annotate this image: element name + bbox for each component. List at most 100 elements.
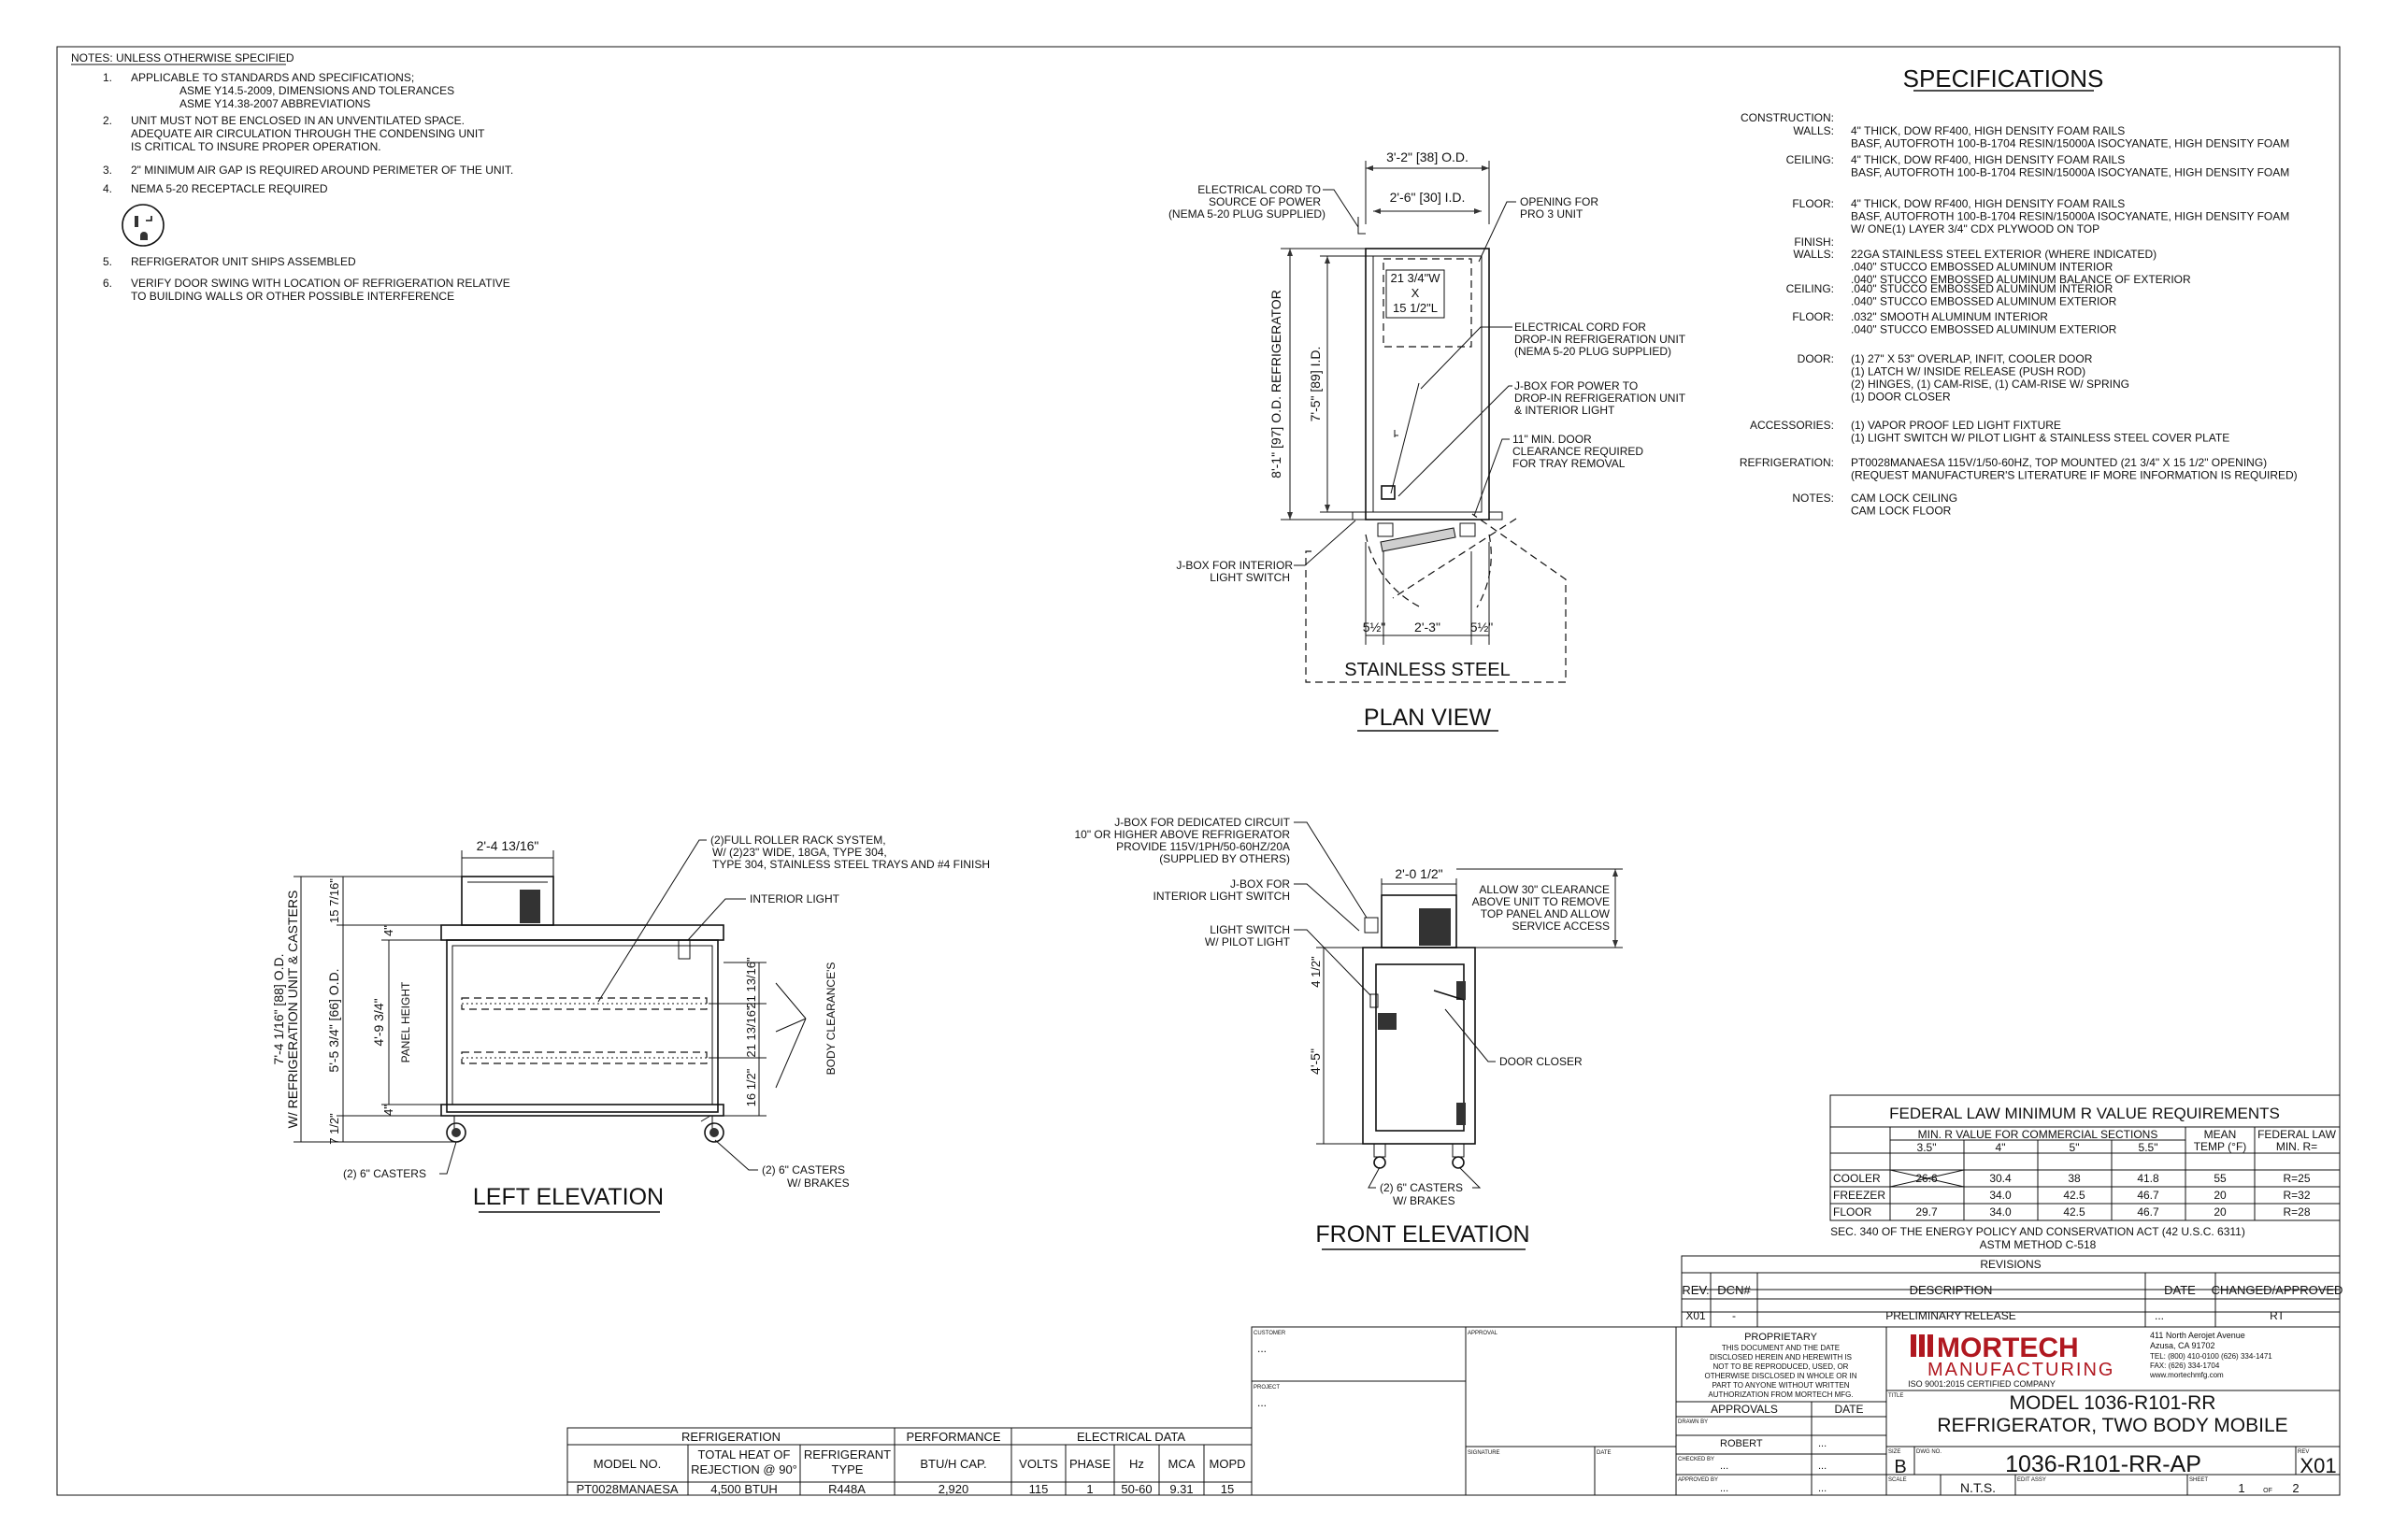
svg-text:Azusa, CA 91702: Azusa, CA 91702 <box>2150 1341 2215 1350</box>
spec-key: FLOOR: <box>1792 310 1834 323</box>
svg-text:UNIT MUST NOT BE ENCLOSED IN A: UNIT MUST NOT BE ENCLOSED IN AN UNVENTIL… <box>131 114 465 127</box>
spec-value-line: BASF, AUTOFROTH 100-B-1704 RESIN/15000A … <box>1851 137 2289 150</box>
rvalue-cell: R=28 <box>2283 1205 2310 1219</box>
svg-text:DROP-IN REFRIGERATION UNIT: DROP-IN REFRIGERATION UNIT <box>1514 392 1686 405</box>
left-dim-overall-1: 7'-4 1/16" [88] O.D. <box>271 954 286 1065</box>
spec-value-line: (2) HINGES, (1) CAM-RISE, (1) CAM-RISE W… <box>1851 378 2129 391</box>
caster-icon <box>446 1115 724 1143</box>
svg-text:X01: X01 <box>2300 1454 2336 1477</box>
rvalue-cell: 20 <box>2214 1189 2227 1202</box>
front-dim-side: 4 1/2" <box>1309 956 1323 988</box>
svg-text:LIGHT SWITCH: LIGHT SWITCH <box>1210 571 1290 584</box>
svg-text:FAX: (626) 334-1704: FAX: (626) 334-1704 <box>2150 1362 2220 1370</box>
svg-text:NOT TO BE REPRODUCED, USED, OR: NOT TO BE REPRODUCED, USED, OR <box>1713 1362 1849 1371</box>
plan-dim-mid: 2'-3" <box>1414 620 1440 635</box>
svg-text:W/ BRAKES: W/ BRAKES <box>1393 1194 1455 1207</box>
spec-value-line: CAM LOCK CEILING <box>1851 492 1957 505</box>
svg-text:5.5": 5.5" <box>2139 1141 2158 1154</box>
left-dim-caster: 7 1/2" <box>327 1113 341 1145</box>
svg-text:PROPRIETARY: PROPRIETARY <box>1744 1332 1817 1343</box>
svg-text:W/ (2)23" WIDE, 18GA, TYPE 304: W/ (2)23" WIDE, 18GA, TYPE 304, <box>712 846 887 859</box>
left-dim-unit: 15 7/16" <box>327 878 341 923</box>
svg-text:DOOR CLOSER: DOOR CLOSER <box>1499 1055 1583 1068</box>
drawing-number: 1036-R101-RR-AP <box>2005 1451 2201 1477</box>
svg-text:TYPE 304, STAINLESS STEEL TRAY: TYPE 304, STAINLESS STEEL TRAYS AND #4 F… <box>712 858 990 871</box>
plan-view: 3'-2" [38] O.D. 2'-6" [30] I.D. 21 3/4"W… <box>1168 150 1686 732</box>
spec-value-line: BASF, AUTOFROTH 100-B-1704 RESIN/15000A … <box>1851 166 2289 179</box>
svg-text:CUSTOMER: CUSTOMER <box>1254 1331 1286 1336</box>
svg-text:J-BOX FOR INTERIOR: J-BOX FOR INTERIOR <box>1176 559 1293 572</box>
svg-text:ISO 9001:2015 CERTIFIED COMPAN: ISO 9001:2015 CERTIFIED COMPANY <box>1908 1379 2056 1389</box>
spec-value-line: 4" THICK, DOW RF400, HIGH DENSITY FOAM R… <box>1851 124 2125 137</box>
svg-text:DATE: DATE <box>1597 1450 1612 1456</box>
front-door <box>1375 963 1465 1132</box>
svg-text:APPROVAL: APPROVAL <box>1468 1331 1498 1336</box>
svg-text:NEMA 5-20 RECEPTACLE REQUIRED: NEMA 5-20 RECEPTACLE REQUIRED <box>131 182 328 195</box>
rvalue-cell: 46.7 <box>2137 1205 2159 1219</box>
svg-text:(2) 6" CASTERS: (2) 6" CASTERS <box>1380 1181 1463 1194</box>
svg-text:2.: 2. <box>103 114 112 127</box>
svg-text:ELECTRICAL CORD TO: ELECTRICAL CORD TO <box>1197 183 1321 196</box>
svg-text:(2) 6" CASTERS: (2) 6" CASTERS <box>762 1163 845 1176</box>
plan-body-outline <box>1365 248 1490 520</box>
rvalue-cell: 34.0 <box>1989 1205 2012 1219</box>
svg-text:J-BOX FOR DEDICATED CIRCUIT: J-BOX FOR DEDICATED CIRCUIT <box>1114 816 1290 829</box>
plan-dim-right: 5½" <box>1470 620 1493 635</box>
svg-text:MIN. R=: MIN. R= <box>2276 1140 2317 1153</box>
spec-value-line: CAM LOCK FLOOR <box>1851 505 1952 518</box>
interior-light <box>678 939 691 960</box>
rvalue-cell: FLOOR <box>1833 1205 1872 1219</box>
spec-value-line: .032" SMOOTH ALUMINUM INTERIOR <box>1851 310 2048 323</box>
svg-text:SHEET: SHEET <box>2189 1477 2208 1483</box>
spec-value-line: .040" STUCCO EMBOSSED ALUMINUM EXTERIOR <box>1851 295 2117 308</box>
spec-key: FLOOR: <box>1792 197 1834 210</box>
svg-text:MANUFACTURING: MANUFACTURING <box>1927 1360 2114 1380</box>
svg-text:DATE: DATE <box>2164 1283 2196 1297</box>
svg-text:2,920: 2,920 <box>939 1482 969 1496</box>
notes-block: NOTES: UNLESS OTHERWISE SPECIFIED 1. APP… <box>71 51 513 303</box>
mortech-logo: MORTECH MANUFACTURING ISO 9001:2015 CERT… <box>1908 1333 2114 1389</box>
svg-text:PERFORMANCE: PERFORMANCE <box>906 1430 1000 1444</box>
svg-text:CHANGED/APPROVED: CHANGED/APPROVED <box>2212 1283 2343 1297</box>
svg-text:ABOVE UNIT TO REMOVE: ABOVE UNIT TO REMOVE <box>1472 895 1610 908</box>
spec-value-line: .040" STUCCO EMBOSSED ALUMINUM INTERIOR <box>1851 261 2114 274</box>
rvalue-cell: FREEZER <box>1833 1189 1885 1202</box>
svg-text:X: X <box>1411 286 1420 300</box>
svg-text:SOURCE OF POWER: SOURCE OF POWER <box>1209 195 1321 208</box>
svg-text:PROJECT: PROJECT <box>1254 1385 1280 1390</box>
svg-text:21 3/4"W: 21 3/4"W <box>1390 271 1440 285</box>
svg-text:MEAN: MEAN <box>2204 1128 2237 1141</box>
spec-key: CEILING: <box>1786 153 1834 166</box>
rvalue-cell: 34.0 <box>1989 1189 2012 1202</box>
svg-text:APPLICABLE TO STANDARDS AND SP: APPLICABLE TO STANDARDS AND SPECIFICATIO… <box>131 71 414 84</box>
svg-text:N.T.S.: N.T.S. <box>1960 1480 1996 1495</box>
svg-text:1.: 1. <box>103 71 112 84</box>
svg-text:50-60: 50-60 <box>1121 1482 1152 1496</box>
svg-text:1: 1 <box>2238 1481 2244 1495</box>
left-dim-od: 5'-5 3/4" [66] O.D. <box>326 968 341 1072</box>
svg-text:(SUPPLIED BY OTHERS): (SUPPLIED BY OTHERS) <box>1159 852 1290 865</box>
svg-text:4,500 BTUH: 4,500 BTUH <box>710 1482 778 1496</box>
svg-text:PROVIDE 115V/1PH/50-60HZ/20A: PROVIDE 115V/1PH/50-60HZ/20A <box>1116 840 1290 853</box>
svg-text:...: ... <box>1257 1396 1267 1409</box>
rvalue-cell: 55 <box>2214 1172 2227 1185</box>
note-4: 4. NEMA 5-20 RECEPTACLE REQUIRED <box>103 182 328 195</box>
svg-text:ASME Y14.38-2007 ABBREVIATIONS: ASME Y14.38-2007 ABBREVIATIONS <box>179 97 370 110</box>
rvalue-cell: 41.8 <box>2137 1172 2159 1185</box>
svg-text:1: 1 <box>1086 1482 1093 1496</box>
svg-text:3.5": 3.5" <box>1917 1141 1937 1154</box>
refrigeration-table: REFRIGERATION PERFORMANCE ELECTRICAL DAT… <box>566 1427 1253 1496</box>
svg-text:INTERIOR LIGHT: INTERIOR LIGHT <box>750 892 840 905</box>
svg-text:5.: 5. <box>103 255 112 268</box>
spec-value-line: PT0028MANAESA 115V/1/50-60HZ, TOP MOUNTE… <box>1851 456 2267 469</box>
svg-text:PHASE: PHASE <box>1069 1457 1111 1471</box>
svg-text:B: B <box>1894 1457 1906 1477</box>
spec-value-line: .040" STUCCO EMBOSSED ALUMINUM EXTERIOR <box>1851 323 2117 336</box>
svg-text:(NEMA 5-20 PLUG SUPPLIED): (NEMA 5-20 PLUG SUPPLIED) <box>1514 345 1671 358</box>
svg-text:REV: REV <box>2298 1449 2309 1455</box>
front-dim-top: 2'-0 1/2" <box>1395 866 1442 881</box>
svg-text:CHECKED BY: CHECKED BY <box>1678 1457 1714 1462</box>
rvalue-cell: R=25 <box>2283 1172 2310 1185</box>
front-elevation-title: FRONT ELEVATION <box>1315 1221 1529 1248</box>
